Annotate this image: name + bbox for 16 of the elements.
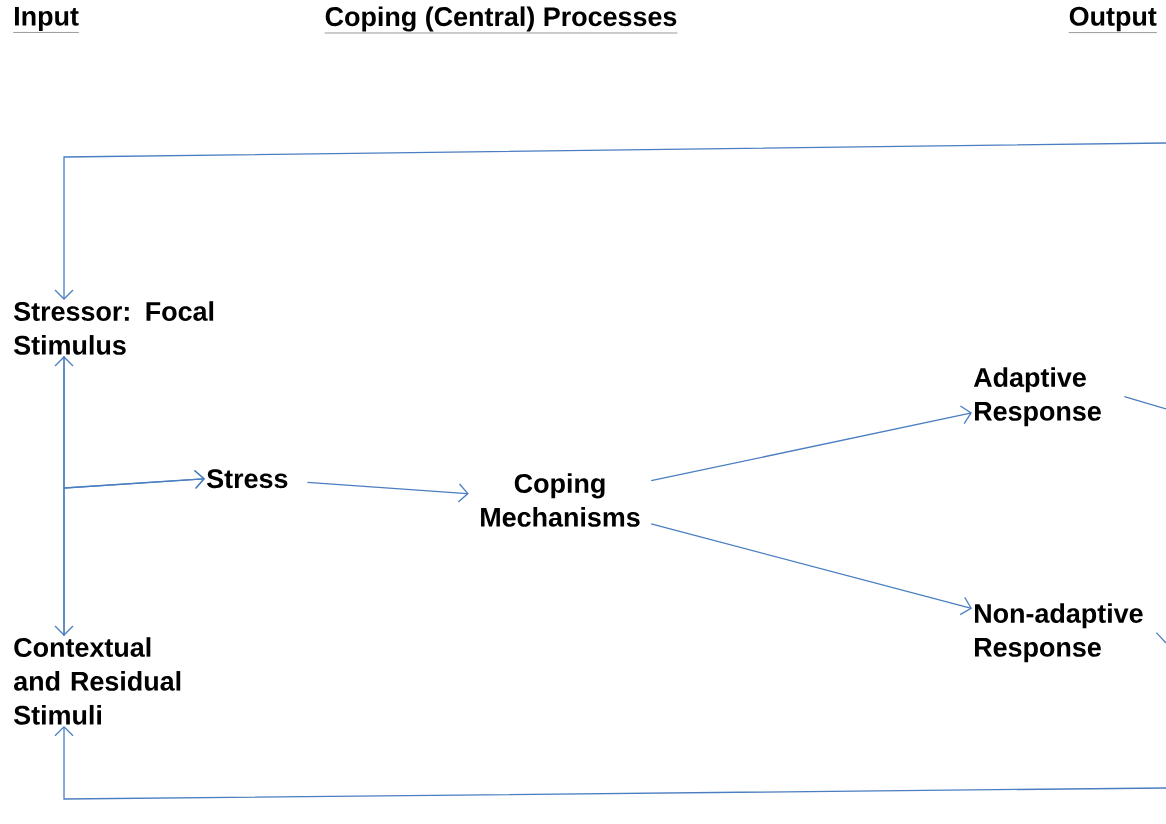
arrow (54, 725, 1166, 800)
node-text: Coping Mechanisms (481, 473, 640, 527)
arrow (650, 405, 972, 482)
node-text: Non-adaptive Response (975, 603, 1143, 663)
arrow (54, 356, 74, 636)
arrow (650, 523, 972, 616)
column-heading: Input (13, 6, 80, 33)
column-heading: Coping (Central) Processes (324, 6, 678, 34)
column-heading: Output (1068, 6, 1157, 33)
node-text: Stress (207, 469, 288, 489)
arrow (306, 481, 469, 503)
node-text: Stressor: Focal Stimulus (14, 301, 214, 355)
node-text: Contextual and Residual Stimuli (14, 637, 181, 725)
arrow (54, 142, 1166, 300)
arrow (63, 469, 205, 637)
node-text: Adaptive Response (973, 367, 1101, 427)
